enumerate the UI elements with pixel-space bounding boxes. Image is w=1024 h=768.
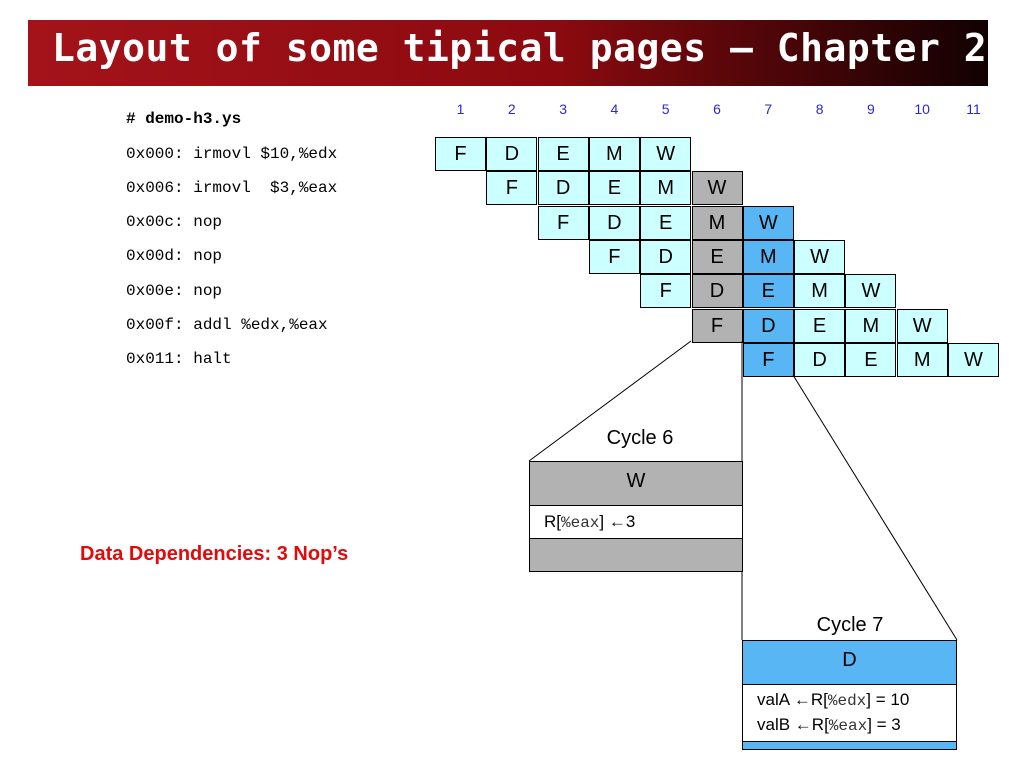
cycle6-stage-title: W	[626, 470, 646, 492]
cycle-number-5: 5	[661, 101, 670, 117]
stage-cell: D	[691, 274, 743, 309]
program-header: # demo-h3.ys	[126, 110, 242, 128]
stage-cell: D	[537, 171, 589, 206]
code-line: 0x000: irmovl $10,%edx	[126, 145, 338, 163]
stage-cell: W	[845, 274, 897, 309]
cycle6-box: W R[%eax] ←3	[529, 461, 743, 572]
stage-cell: W	[794, 239, 846, 274]
cycle-number-3: 3	[559, 101, 567, 117]
code-line: 0x011: halt	[126, 350, 232, 368]
stage-cell: W	[691, 171, 743, 206]
stage-cell: E	[691, 239, 743, 274]
cycle7-entries: valA ←R[%edx] = 10 valB ←R[%eax] = 3	[743, 684, 956, 742]
stage-cell: D	[640, 239, 692, 274]
callout-line-cycle6-left	[528, 340, 692, 462]
cycle7-entry-vala: valA ←R[%edx] = 10	[757, 690, 910, 710]
stage-cell: F	[640, 274, 692, 309]
code-line: 0x00f: addl %edx,%eax	[126, 316, 328, 334]
cycle-number-9: 9	[866, 101, 875, 117]
title-bar: Layout of some tipical pages – Chapter 2	[28, 20, 988, 86]
code-line: 0x00c: nop	[126, 213, 223, 231]
cycle-number-10: 10	[914, 101, 930, 117]
stage-cell: E	[588, 171, 640, 206]
stage-cell: D	[794, 342, 846, 377]
cycle-number-8: 8	[815, 101, 824, 117]
stage-cell: E	[640, 205, 692, 240]
stage-cell: W	[640, 137, 692, 171]
stage-cell: F	[691, 308, 743, 343]
stage-cell: E	[794, 308, 846, 343]
stage-cell: F	[435, 137, 486, 171]
cycle-number-1: 1	[456, 101, 465, 117]
stage-cell: E	[742, 274, 794, 309]
stage-cell: W	[896, 308, 948, 343]
stage-cell: W	[742, 205, 794, 240]
code-line: 0x006: irmovl $3,%eax	[126, 179, 338, 197]
stage-cell: F	[742, 342, 794, 377]
stage-cell: E	[537, 137, 589, 171]
cycle-number-2: 2	[507, 101, 516, 117]
cycle-number-11: 11	[966, 101, 981, 117]
stage-cell: M	[691, 205, 743, 240]
stage-cell: F	[588, 239, 640, 274]
stage-cell: M	[845, 308, 897, 343]
stage-cell: M	[588, 137, 640, 171]
cycle-number-7: 7	[764, 101, 773, 117]
stage-cell: M	[742, 239, 794, 274]
cycle6-label: Cycle 6	[606, 427, 674, 449]
stage-cell: E	[845, 342, 897, 377]
dependency-label: Data Dependencies: 3 Nop’s	[80, 543, 349, 565]
cycle7-box: D valA ←R[%edx] = 10 valB ←R[%eax] = 3	[742, 640, 957, 750]
cycle7-label: Cycle 7	[816, 614, 884, 636]
stage-cell: D	[486, 137, 538, 171]
stage-cell: D	[588, 205, 640, 240]
cycle7-stage-title: D	[842, 649, 857, 671]
stage-cell: F	[537, 205, 589, 240]
stage-cell: M	[640, 171, 692, 206]
cycle-number-6: 6	[713, 101, 721, 117]
code-line: 0x00e: nop	[126, 282, 223, 300]
slide-title: Layout of some tipical pages – Chapter 2	[52, 26, 988, 70]
cycle6-entry-text: R[%eax] ←3	[544, 512, 636, 532]
stage-cell: M	[896, 342, 948, 377]
stage-cell: M	[794, 274, 846, 309]
callout-line-cycle7-right	[792, 374, 958, 641]
cycle6-entry: R[%eax] ←3	[530, 505, 742, 539]
stage-cell: W	[948, 342, 999, 377]
code-line: 0x00d: nop	[126, 247, 223, 265]
cycle7-entry-valb: valB ←R[%eax] = 3	[757, 715, 901, 735]
cycle-number-4: 4	[610, 101, 619, 117]
stage-cell: F	[486, 171, 538, 206]
stage-cell: D	[742, 308, 794, 343]
